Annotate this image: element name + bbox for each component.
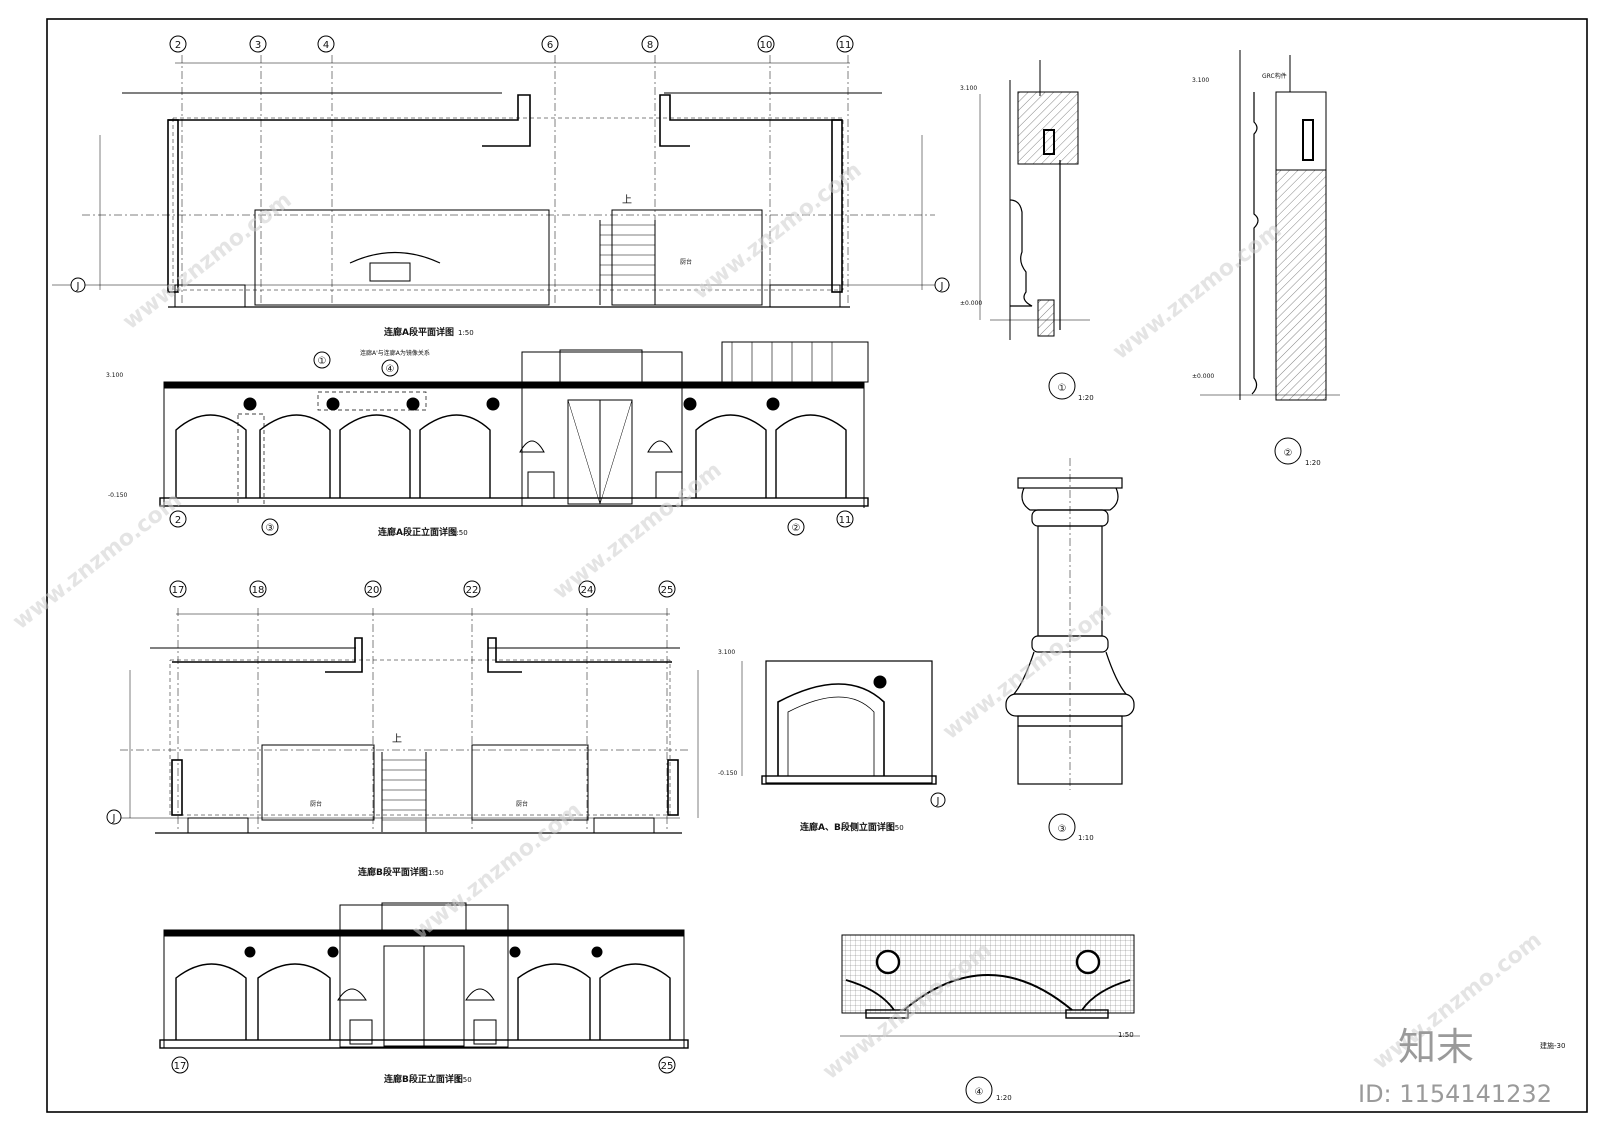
watermark-text: www.znzmo.com bbox=[548, 458, 726, 605]
axis-bubble: 25 bbox=[661, 1061, 674, 1072]
elevation-b bbox=[159, 902, 689, 1049]
elev-a-scale: 1:50 bbox=[452, 529, 468, 537]
d2-level-top: 3.100 bbox=[1192, 77, 1209, 84]
axis-bubble: 3 bbox=[255, 40, 261, 51]
axis-j: J bbox=[936, 796, 940, 807]
axis-bubble: 11 bbox=[839, 40, 852, 51]
axis-bubble: 17 bbox=[174, 1061, 187, 1072]
watermark-id: ID: 1154141232 bbox=[1358, 1080, 1552, 1108]
detail-4 bbox=[840, 934, 1140, 1037]
axis-j: J bbox=[112, 813, 116, 824]
axis-bubble: 20 bbox=[367, 585, 380, 596]
axis-bubble: 25 bbox=[661, 585, 674, 596]
elev-b-axes: 17 25 bbox=[171, 1056, 676, 1074]
d1-level-zero: ±0.000 bbox=[960, 300, 982, 307]
side-elevation bbox=[741, 660, 937, 785]
detail-3-no: ③ bbox=[1058, 824, 1067, 835]
room-label-a1: 厨台 bbox=[680, 258, 692, 266]
room-label-b1: 厨台 bbox=[310, 800, 322, 808]
detail-2-no: ② bbox=[1284, 448, 1293, 459]
detail-2-bubble bbox=[1274, 437, 1302, 465]
axis-bubble: 2 bbox=[175, 515, 181, 526]
elev-a-note: 连廊A'与连廊A为镜像关系 bbox=[360, 349, 430, 357]
level-top-a: 3.100 bbox=[106, 372, 123, 379]
detail-4-no: ④ bbox=[975, 1087, 984, 1098]
axis-bubbles-a: 2 3 4 6 8 10 11 J J bbox=[70, 35, 950, 293]
axis-bubble: 24 bbox=[581, 585, 594, 596]
sheet-border bbox=[46, 18, 1588, 1113]
side-title: 连廊A、B段侧立面详图 bbox=[800, 821, 895, 833]
axis-j: J bbox=[940, 281, 944, 292]
axis-bubble: 8 bbox=[647, 40, 653, 51]
sheet-number: 建施-30 bbox=[1540, 1041, 1565, 1050]
watermark-text: www.znzmo.com bbox=[938, 598, 1116, 745]
axis-bubble: 11 bbox=[839, 515, 852, 526]
plan-b-title: 连廊B段平面详图 bbox=[358, 866, 428, 878]
plan-b bbox=[110, 608, 699, 834]
axis-bubble: 18 bbox=[252, 585, 265, 596]
detail-3-scale: 1:10 bbox=[1078, 834, 1094, 842]
callout-3: ③ bbox=[266, 523, 275, 534]
detail-1-scale: 1:20 bbox=[1078, 394, 1094, 402]
axis-bubble: 17 bbox=[172, 585, 185, 596]
detail-1-bubble bbox=[1048, 372, 1076, 400]
callout-2: ② bbox=[792, 523, 801, 534]
watermark-text: www.znzmo.com bbox=[118, 188, 296, 335]
detail-1-no: ① bbox=[1058, 383, 1067, 394]
stair-up-label-a: 上 bbox=[622, 194, 632, 206]
room-label-b2: 厨台 bbox=[516, 800, 528, 808]
elev-b-title: 连廊B段正立面详图 bbox=[384, 1073, 463, 1085]
watermark-text: www.znzmo.com bbox=[688, 158, 866, 305]
detail-4-bubble bbox=[965, 1076, 993, 1104]
plan-a bbox=[52, 55, 950, 308]
stair-up-label-b: 上 bbox=[392, 733, 402, 745]
d2-grc-label: GRC构件 bbox=[1262, 72, 1287, 80]
elevation-a bbox=[159, 341, 869, 508]
elev-b-scale: 1:50 bbox=[456, 1076, 472, 1084]
callout-4: ④ bbox=[386, 364, 395, 375]
detail-2-scale: 1:20 bbox=[1305, 459, 1321, 467]
watermark-text: www.znzmo.com bbox=[8, 488, 186, 635]
detail-4-sub-scale: 1:50 bbox=[1118, 1031, 1134, 1039]
detail-1 bbox=[979, 60, 1090, 340]
detail-4-scale: 1:20 bbox=[996, 1094, 1012, 1102]
detail-3 bbox=[1005, 458, 1135, 790]
axis-bubble: 4 bbox=[323, 40, 329, 51]
elev-a-title: 连廊A段正立面详图 bbox=[378, 526, 457, 538]
callout-1: ① bbox=[318, 356, 327, 367]
axis-j-side-bubble bbox=[930, 792, 946, 808]
level-bottom-side: -0.150 bbox=[718, 770, 738, 777]
d1-level-top: 3.100 bbox=[960, 85, 977, 92]
watermark-text: www.znzmo.com bbox=[1108, 218, 1286, 365]
axis-bubble: 10 bbox=[760, 40, 773, 51]
d2-level-zero: ±0.000 bbox=[1192, 373, 1214, 380]
level-top-side: 3.100 bbox=[718, 649, 735, 656]
elev-a-callouts: ① ④ 2 ③ ② 11 bbox=[169, 351, 854, 536]
axis-bubble: 2 bbox=[175, 40, 181, 51]
axis-bubble: 22 bbox=[466, 585, 479, 596]
plan-b-scale: 1:50 bbox=[428, 869, 444, 877]
axis-bubbles-b: 17 18 20 22 24 25 J bbox=[106, 580, 676, 825]
detail-3-bubble bbox=[1048, 813, 1076, 841]
detail-2 bbox=[1200, 50, 1340, 401]
watermark-logo: 知末 bbox=[1398, 1025, 1474, 1069]
level-bottom-a: -0.150 bbox=[108, 492, 128, 499]
axis-j: J bbox=[76, 281, 80, 292]
axis-bubble: 6 bbox=[547, 40, 553, 51]
side-scale: 1:50 bbox=[888, 824, 904, 832]
plan-a-scale: 1:50 bbox=[458, 329, 474, 337]
plan-a-title: 连廊A段平面详图 bbox=[384, 326, 454, 338]
